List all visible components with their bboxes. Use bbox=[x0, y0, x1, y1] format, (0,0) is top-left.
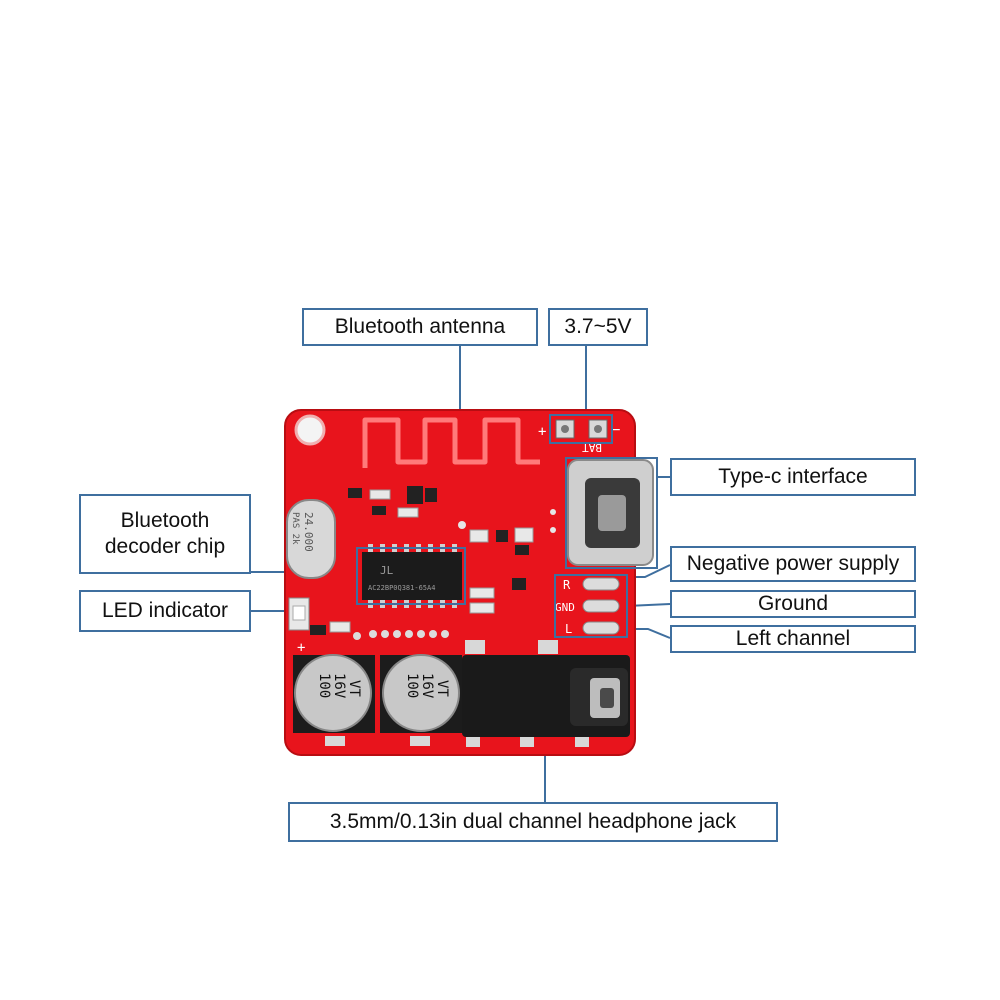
output-pads: R GND L bbox=[554, 574, 628, 638]
svg-text:+: + bbox=[297, 640, 305, 656]
chip-highlight bbox=[356, 547, 466, 605]
callout-type-c-interface: Type-c interface bbox=[670, 458, 916, 496]
callout-bluetooth-decoder-chip: Bluetooth decoder chip bbox=[79, 494, 251, 574]
svg-text:VT: VT bbox=[346, 680, 362, 697]
callout-negative-power-supply: Negative power supply bbox=[670, 546, 916, 582]
svg-text:16V: 16V bbox=[331, 673, 347, 699]
pcb-antenna-trace bbox=[362, 417, 540, 468]
svg-text:PAS 2k: PAS 2k bbox=[290, 512, 300, 545]
led bbox=[288, 597, 310, 631]
crystal-oscillator: 24.000 PAS 2k bbox=[286, 499, 336, 579]
svg-text:24.000: 24.000 bbox=[302, 512, 315, 552]
svg-text:AC22BP0Q381-65A4: AC22BP0Q381-65A4 bbox=[368, 584, 435, 592]
silk-r: R bbox=[563, 578, 571, 592]
silk-minus: − bbox=[612, 422, 620, 438]
bat-highlight bbox=[549, 414, 613, 444]
silk-l: L bbox=[565, 622, 572, 636]
headphone-jack bbox=[462, 655, 630, 747]
svg-text:16V: 16V bbox=[419, 673, 435, 699]
callout-led-indicator: LED indicator bbox=[79, 590, 251, 632]
typec-highlight bbox=[565, 457, 658, 569]
svg-text:100: 100 bbox=[316, 673, 332, 698]
mounting-hole bbox=[294, 414, 326, 446]
silk-bat: BAT bbox=[582, 441, 602, 454]
silk-plus: + bbox=[538, 424, 546, 440]
capacitor-right: 100 16V VT bbox=[380, 654, 462, 733]
svg-text:VT: VT bbox=[434, 680, 450, 697]
svg-text:JL: JL bbox=[380, 564, 394, 577]
callout-ground: Ground bbox=[670, 590, 916, 618]
callout-headphone-jack: 3.5mm/0.13in dual channel headphone jack bbox=[288, 802, 778, 842]
capacitor-left: 100 16V VT + bbox=[293, 640, 375, 733]
callout-bluetooth-antenna: Bluetooth antenna bbox=[302, 308, 538, 346]
svg-text:100: 100 bbox=[404, 673, 420, 698]
smd-components bbox=[310, 486, 556, 635]
callout-voltage: 3.7~5V bbox=[548, 308, 648, 346]
callout-left-channel: Left channel bbox=[670, 625, 916, 653]
silk-gnd: GND bbox=[555, 601, 575, 614]
